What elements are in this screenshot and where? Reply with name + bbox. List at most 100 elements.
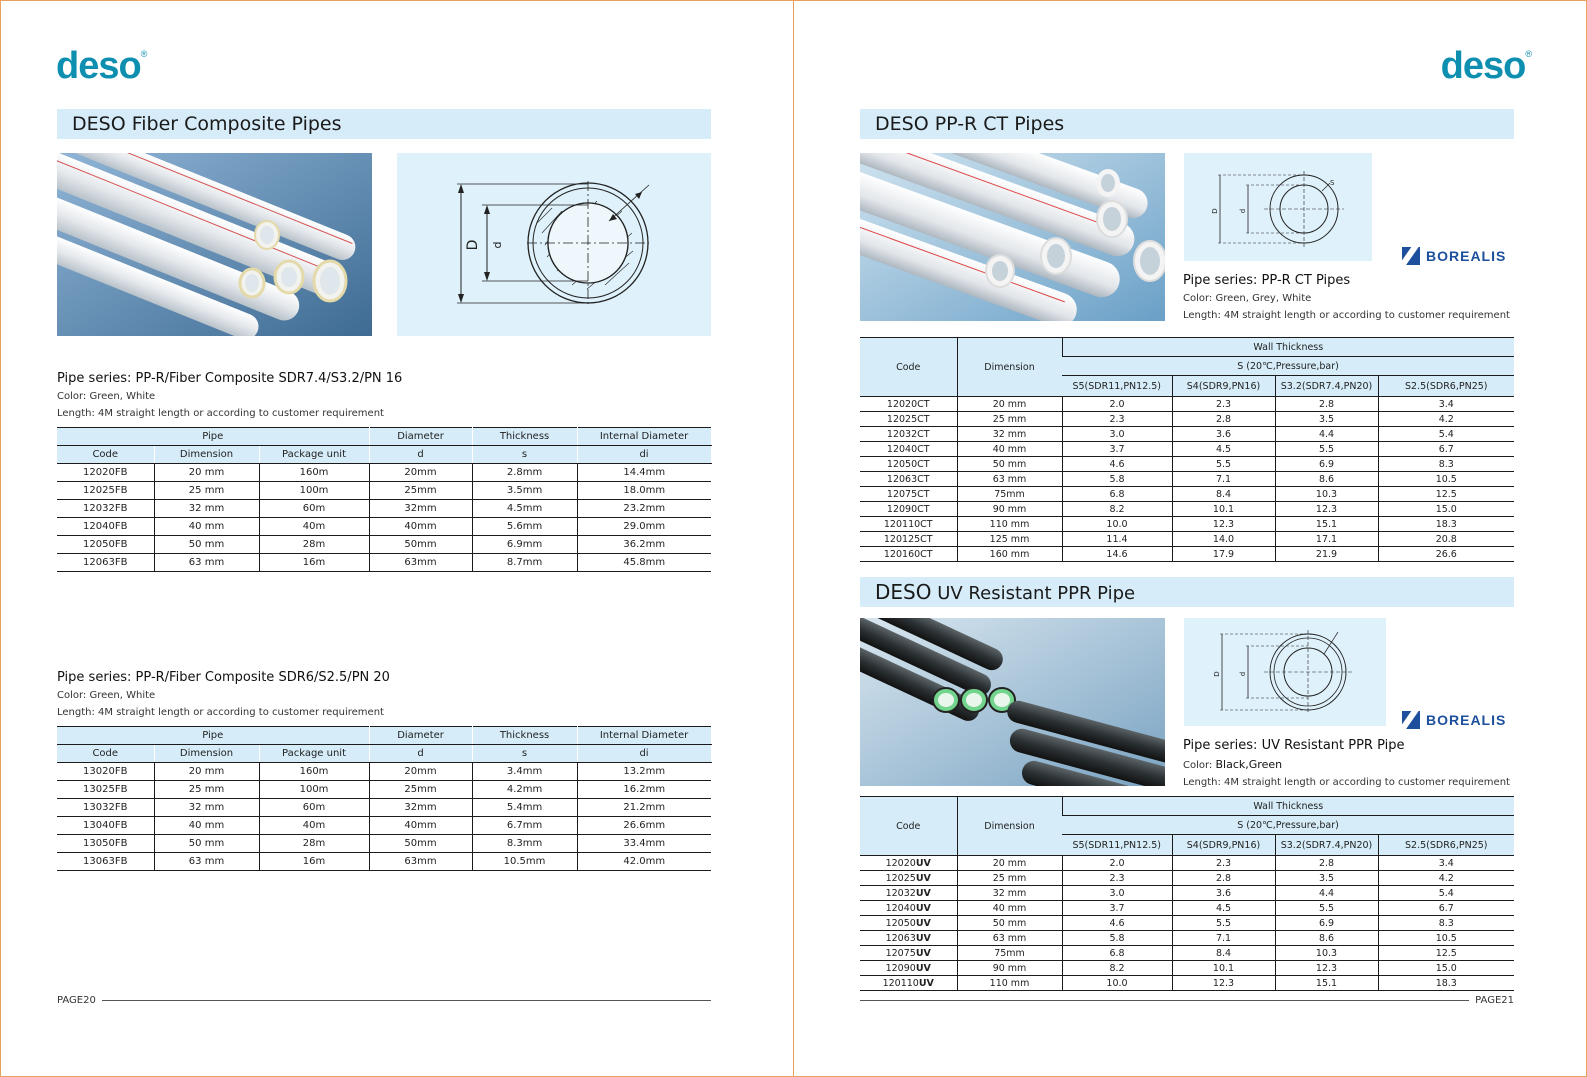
table-cell: 17.1	[1274, 531, 1378, 547]
table-cell: 2.8	[1274, 855, 1378, 871]
table-cell: 21.2mm	[576, 798, 712, 817]
table-cell: 12075UV	[860, 945, 957, 961]
table-cell: 63 mm	[153, 852, 259, 871]
table-cell: 36.2mm	[576, 535, 712, 554]
table-cell: 12040UV	[860, 900, 957, 916]
table-cell: 13.2mm	[576, 762, 712, 781]
table-cell: 10.1	[1171, 501, 1275, 517]
table-cell: 50mm	[368, 834, 473, 853]
ct-inner-label: d	[1239, 209, 1247, 213]
table-cell: 2.8mm	[471, 463, 578, 482]
footer-rule	[860, 1000, 1470, 1001]
table-cell: 10.3	[1274, 486, 1378, 502]
table-cell: 32 mm	[153, 798, 259, 817]
table-cell: 8.7mm	[471, 553, 578, 572]
th-code: Code	[57, 744, 155, 763]
table-cell: 8.3	[1377, 456, 1515, 472]
table-cell: 4.2	[1377, 411, 1515, 427]
table-cell: 12040FB	[57, 517, 154, 536]
table-cell: 3.7	[1061, 441, 1172, 457]
table-cell: 5.4mm	[471, 798, 578, 817]
table-cell: 40 mm	[956, 900, 1062, 916]
table-cell: 4.4	[1274, 885, 1378, 901]
series1-title: Pipe series: PP-R/Fiber Composite SDR7.4…	[57, 371, 403, 386]
th-diameter: Diameter	[368, 726, 473, 745]
table-cell: 125 mm	[956, 531, 1062, 547]
table-cell: 6.9	[1274, 456, 1378, 472]
table-cell: 3.5	[1274, 870, 1378, 886]
th-s32: S3.2(SDR7.4,PN20)	[1274, 834, 1378, 856]
table-cell: 4.2mm	[471, 780, 578, 799]
page-left: deso® DESO Fiber Composite Pipes	[0, 0, 794, 1077]
table-cell: 32 mm	[956, 885, 1062, 901]
table-cell: 2.8	[1274, 396, 1378, 412]
table-cell: 8.6	[1274, 930, 1378, 946]
table-cell: 10.5	[1377, 471, 1515, 487]
series2-color: Color: Green, White	[57, 690, 156, 701]
borealis-mark-icon	[1402, 711, 1420, 729]
table-cell: 11.4	[1061, 531, 1172, 547]
table-cell: 3.4	[1377, 396, 1515, 412]
table-cell: 90 mm	[956, 501, 1062, 517]
table-cell: 60m	[258, 798, 370, 817]
table-cell: 110 mm	[956, 975, 1062, 991]
page-number: PAGE20	[57, 995, 96, 1006]
table-cell: 32mm	[368, 499, 473, 518]
th-s5: S5(SDR11,PN12.5)	[1062, 834, 1172, 856]
table-cell: 63 mm	[956, 471, 1062, 487]
outer-diameter-label: D	[465, 240, 481, 251]
table-cell: 20 mm	[956, 855, 1062, 871]
uv-cross-section-diagram: D d	[1184, 618, 1386, 726]
table-cell: 4.6	[1061, 915, 1172, 931]
table-cell: 12063UV	[860, 930, 957, 946]
table-cell: 20 mm	[956, 396, 1062, 412]
table-cell: 12025UV	[860, 870, 957, 886]
table-cell: 14.6	[1061, 546, 1172, 562]
table-cell: 5.4	[1377, 885, 1515, 901]
table-cell: 8.2	[1061, 960, 1172, 976]
table-cell: 120160CT	[860, 546, 957, 562]
table-cell: 110 mm	[956, 516, 1062, 532]
table-cell: 20 mm	[153, 463, 259, 482]
table-cell: 40 mm	[956, 441, 1062, 457]
table-cell: 100m	[258, 481, 370, 500]
table-cell: 12.3	[1171, 975, 1275, 991]
table-cell: 12025FB	[57, 481, 154, 500]
table-cell: 2.0	[1061, 396, 1172, 412]
page-right: deso® DESO PP-R CT Pipes	[793, 0, 1587, 1077]
th-dimension: Dimension	[956, 796, 1062, 856]
deso-logo: deso®	[1440, 45, 1532, 87]
ct-length: Length: 4M straight length or according …	[1183, 310, 1510, 321]
table-cell: 63 mm	[153, 553, 259, 572]
table-cell: 3.7	[1061, 900, 1172, 916]
ct-cross-section-diagram: D d S	[1184, 153, 1372, 261]
table-cell: 2.3	[1171, 855, 1275, 871]
table-cell: 3.4mm	[471, 762, 578, 781]
th-dimension: Dimension	[153, 445, 260, 464]
th-s25: S2.5(SDR6,PN25)	[1377, 375, 1515, 397]
table-cell: 4.5mm	[471, 499, 578, 518]
fiber-pipes-photo	[57, 153, 372, 336]
table-cell: 15.0	[1377, 960, 1515, 976]
th-di: di	[576, 744, 712, 763]
table-cell: 12.3	[1171, 516, 1275, 532]
table-cell: 2.0	[1061, 855, 1172, 871]
table-cell: 160m	[258, 463, 370, 482]
table-cell: 3.6	[1171, 885, 1275, 901]
table-cell: 29.0mm	[576, 517, 712, 536]
table-cell: 2.3	[1061, 411, 1172, 427]
table-cell: 26.6	[1377, 546, 1515, 562]
